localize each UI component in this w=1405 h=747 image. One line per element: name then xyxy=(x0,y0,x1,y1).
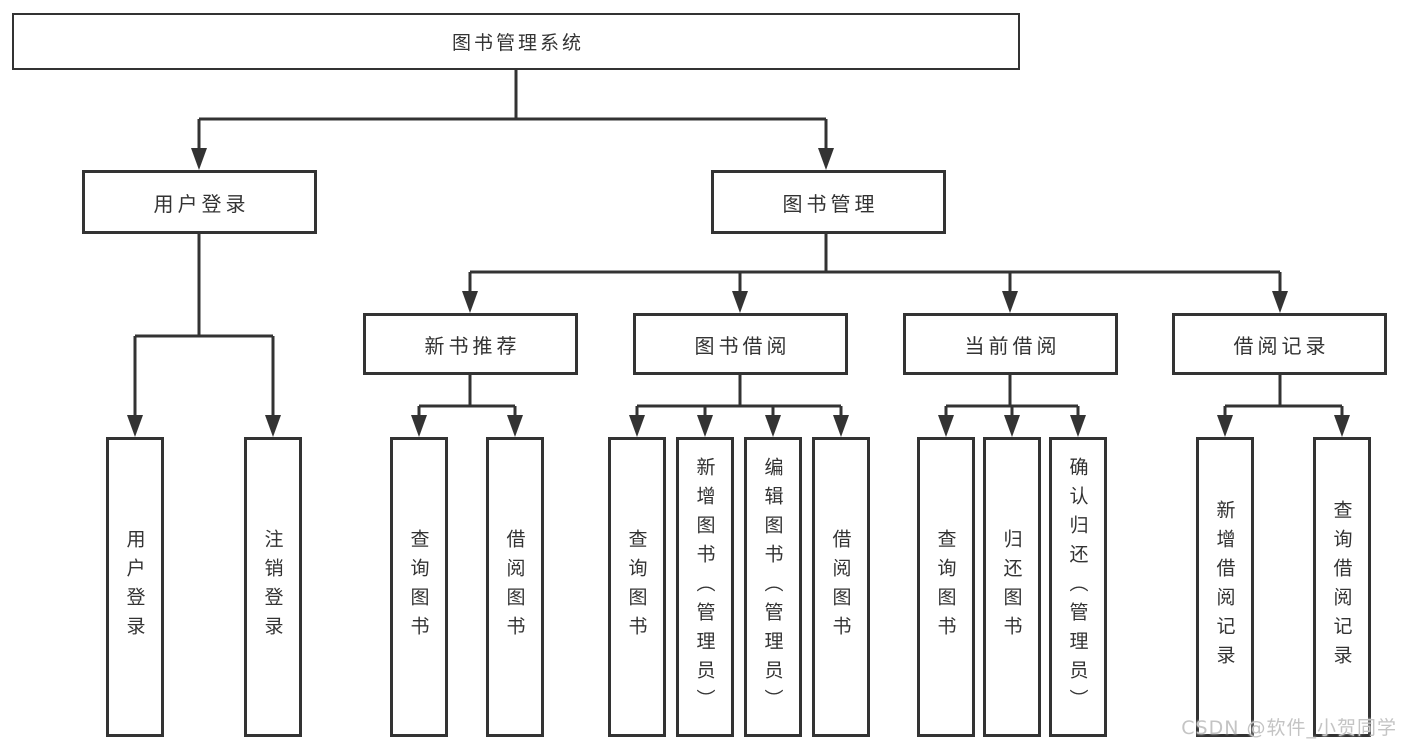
leaf-add-borrow-record: 新增借阅记录 xyxy=(1196,437,1254,737)
leaf-confirm-return-admin-label: 确认归还（管理员） xyxy=(1066,456,1089,718)
node-current-borrow-label: 当前借阅 xyxy=(964,333,1061,358)
leaf-return-books: 归还图书 xyxy=(983,437,1041,737)
leaf-borrow-books-recommend: 借阅图书 xyxy=(486,437,544,737)
node-new-book-recommend: 新书推荐 xyxy=(363,313,578,375)
leaf-borrow-books-borrow: 借阅图书 xyxy=(812,437,870,737)
connector-root-to-level2 xyxy=(191,70,834,170)
leaf-borrow-books-borrow-label: 借阅图书 xyxy=(829,529,852,645)
leaf-query-borrow-record-label: 查询借阅记录 xyxy=(1330,500,1353,674)
connector-book-borrow-children xyxy=(629,375,849,437)
connector-book-management-children xyxy=(462,234,1288,313)
node-new-book-recommend-label: 新书推荐 xyxy=(424,333,521,358)
node-user-login-label: 用户登录 xyxy=(153,191,250,216)
node-book-borrow-label: 图书借阅 xyxy=(694,333,791,358)
leaf-confirm-return-admin: 确认归还（管理员） xyxy=(1049,437,1107,737)
leaf-query-books-current: 查询图书 xyxy=(917,437,975,737)
leaf-add-book-admin-label: 新增图书（管理员） xyxy=(693,456,716,718)
leaf-add-book-admin: 新增图书（管理员） xyxy=(676,437,734,737)
leaf-query-books-current-label: 查询图书 xyxy=(934,529,957,645)
leaf-logout-label: 注销登录 xyxy=(261,529,284,645)
node-book-management-label: 图书管理 xyxy=(782,191,879,216)
leaf-logout: 注销登录 xyxy=(244,437,302,737)
csdn-watermark: CSDN @软件_小贺同学 xyxy=(1181,717,1397,739)
leaf-return-books-label: 归还图书 xyxy=(1000,529,1023,645)
leaf-add-borrow-record-label: 新增借阅记录 xyxy=(1213,500,1236,674)
leaf-query-books-recommend-label: 查询图书 xyxy=(407,529,430,645)
connector-current-borrow-children xyxy=(938,375,1086,437)
leaf-user-login: 用户登录 xyxy=(106,437,164,737)
node-borrow-records-label: 借阅记录 xyxy=(1233,333,1330,358)
connector-new-book-recommend-children xyxy=(411,375,523,437)
leaf-query-books-borrow-label: 查询图书 xyxy=(625,529,648,645)
leaf-edit-book-admin: 编辑图书（管理员） xyxy=(744,437,802,737)
node-user-login: 用户登录 xyxy=(82,170,317,234)
node-book-borrow: 图书借阅 xyxy=(633,313,848,375)
leaf-edit-book-admin-label: 编辑图书（管理员） xyxy=(761,456,784,718)
leaf-query-books-borrow: 查询图书 xyxy=(608,437,666,737)
leaf-query-borrow-record: 查询借阅记录 xyxy=(1313,437,1371,737)
node-book-management: 图书管理 xyxy=(711,170,946,234)
node-root-system: 图书管理系统 xyxy=(12,13,1020,70)
node-current-borrow: 当前借阅 xyxy=(903,313,1118,375)
leaf-query-books-recommend: 查询图书 xyxy=(390,437,448,737)
leaf-user-login-label: 用户登录 xyxy=(123,529,146,645)
connector-user-login-children xyxy=(127,234,281,437)
node-root-label: 图书管理系统 xyxy=(451,32,584,54)
connector-borrow-records-children xyxy=(1217,375,1350,437)
node-borrow-records: 借阅记录 xyxy=(1172,313,1387,375)
leaf-borrow-books-recommend-label: 借阅图书 xyxy=(503,529,526,645)
